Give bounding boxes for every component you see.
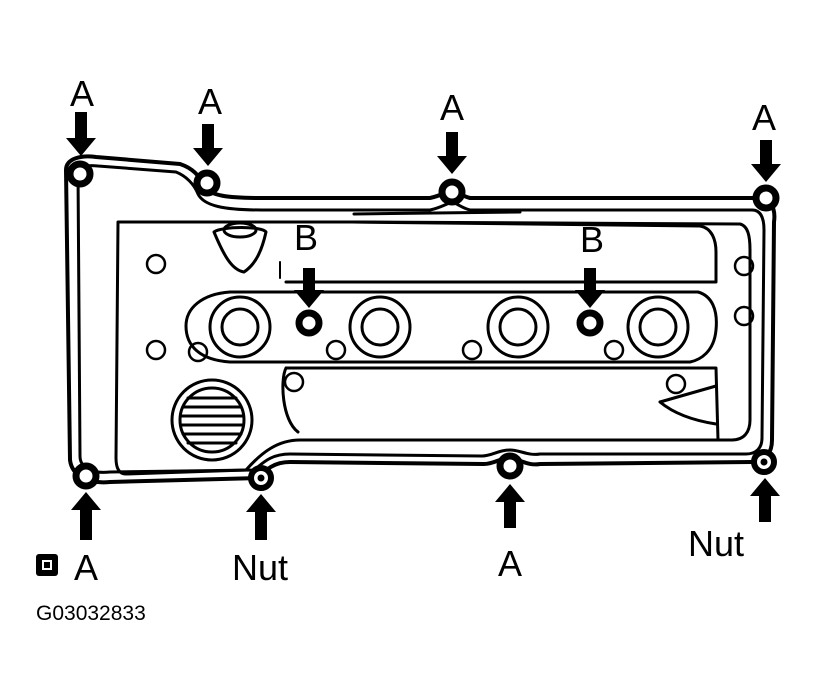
figure-code: G03032833 [36, 602, 146, 625]
arrow-down-icon [193, 124, 223, 166]
label-bolt-a-top-2: A [198, 81, 223, 122]
lower-baffle [281, 366, 720, 442]
label-bolt-a-bottom-mid: A [498, 543, 523, 584]
spark-plug-holes [208, 295, 690, 359]
filler-neck-hole [222, 221, 258, 239]
bolt-icon [72, 462, 100, 490]
gasket-outer-outline [64, 154, 777, 485]
upper-rail-lip [352, 210, 522, 216]
cover-body-outline [114, 220, 752, 476]
arrow-down-icon [66, 112, 96, 156]
label-nut-right: Nut [688, 523, 745, 564]
down-arrows [66, 112, 781, 308]
bolt-markers [66, 160, 780, 490]
nut-icon [751, 449, 777, 475]
bolt-icon [66, 160, 94, 188]
label-bolt-b-2: B [580, 219, 605, 260]
label-bolt-a-top-3: A [440, 87, 465, 128]
sealant-symbol-icon [36, 554, 58, 576]
arrow-down-icon [751, 140, 781, 182]
arrow-down-icon [575, 268, 605, 308]
bolt-icon [438, 178, 466, 206]
arrow-up-icon [495, 484, 525, 528]
arrow-down-icon [294, 268, 324, 308]
baffle-wedge [658, 384, 718, 426]
arrow-down-icon [437, 132, 467, 174]
arrow-up-icon [246, 494, 276, 540]
label-bolt-a-top-4: A [752, 97, 777, 138]
gasket-inner-outline [76, 164, 766, 474]
label-nut-left: Nut [232, 547, 289, 588]
bolt-icon [193, 169, 221, 197]
plug-tube-band [184, 290, 718, 364]
arrow-up-icon [71, 492, 101, 540]
bolt-icon [752, 184, 780, 212]
label-bolt-a-bottom-left: A [74, 547, 99, 588]
filler-neck [212, 226, 268, 274]
upper-rail [284, 220, 718, 284]
oil-filler-cap [170, 378, 254, 462]
nut-icon [248, 465, 274, 491]
up-arrows [71, 478, 780, 540]
bolt-icon [576, 309, 604, 337]
arrow-up-icon [750, 478, 780, 522]
bolt-icon [496, 452, 524, 480]
small-bosses [145, 253, 755, 395]
bolt-icon [295, 309, 323, 337]
nut-markers [248, 449, 777, 491]
label-bolt-b-1: B [294, 217, 319, 258]
label-bolt-a-top-1: A [70, 73, 95, 114]
